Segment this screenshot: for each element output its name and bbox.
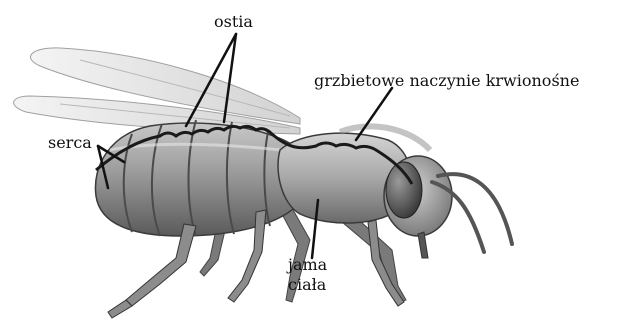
label-body-cavity-line1: jama bbox=[286, 255, 328, 274]
label-hearts: serca bbox=[48, 133, 92, 152]
abdomen bbox=[95, 120, 304, 236]
wings bbox=[14, 48, 300, 134]
label-dorsal-vessel: grzbietowe naczynie krwionośne bbox=[314, 71, 579, 90]
vessel-leader bbox=[356, 88, 392, 140]
abdomen-body bbox=[95, 123, 304, 236]
label-ostia: ostia bbox=[214, 12, 253, 31]
hind-leg bbox=[126, 224, 196, 306]
head bbox=[384, 156, 452, 258]
mouthparts bbox=[418, 232, 428, 258]
label-body-cavity-line2: ciała bbox=[288, 275, 327, 294]
compound-eye bbox=[386, 162, 422, 218]
